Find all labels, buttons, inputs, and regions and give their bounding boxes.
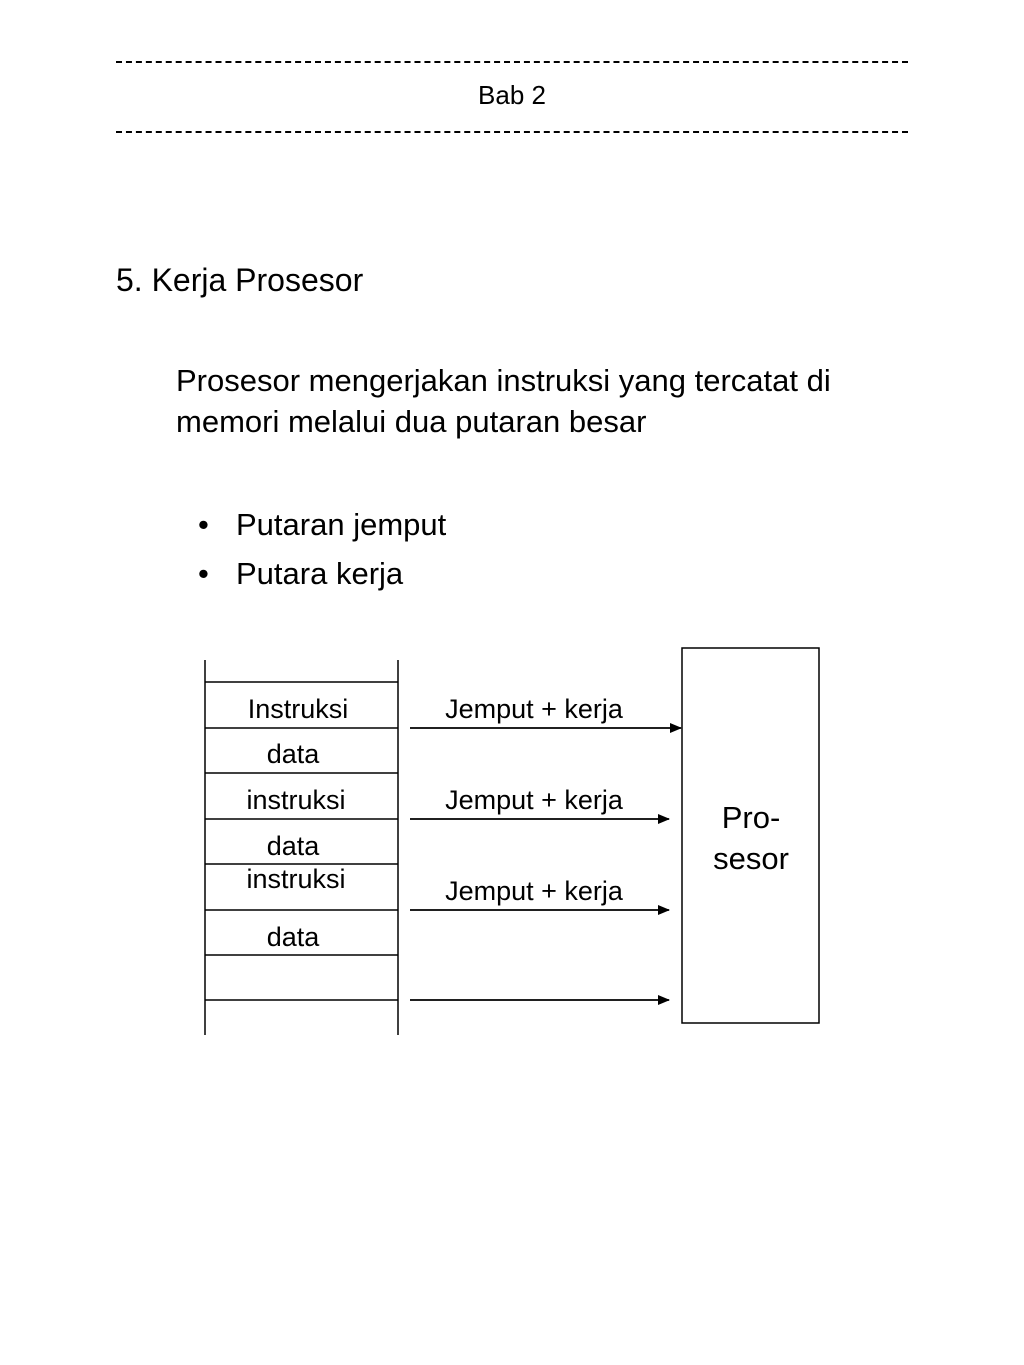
memory-column [204, 660, 399, 1035]
header-bottom-divider [116, 131, 908, 133]
bullet-text: Putaran jemput [236, 506, 447, 542]
section-title: 5. Kerja Prosesor [116, 262, 364, 298]
bullet-dot-icon: • [198, 555, 209, 591]
memory-cell-label: data [267, 739, 321, 769]
processor-label-line1: Pro- [722, 800, 781, 835]
bullet-item-execute: • Putara kerja [198, 549, 446, 598]
header-top-divider [116, 61, 908, 63]
section-paragraph: Prosesor mengerjakan instruksi yang terc… [176, 360, 936, 442]
bullet-dot-icon: • [198, 506, 209, 542]
arrow-label: Jemput + kerja [445, 876, 624, 906]
arrow-label: Jemput + kerja [445, 785, 624, 815]
bullet-text: Putara kerja [236, 555, 404, 591]
paragraph-line-2: memori melalui dua putaran besar [176, 404, 647, 439]
arrow-label: Jemput + kerja [445, 694, 624, 724]
memory-cell-label: data [267, 922, 321, 952]
memory-cell-label: data [267, 831, 321, 861]
memory-cell-label: instruksi [246, 785, 345, 815]
paragraph-line-1: Prosesor mengerjakan instruksi yang terc… [176, 363, 831, 398]
memory-cell-label: instruksi [246, 864, 345, 894]
chapter-title: Bab 2 [478, 80, 546, 110]
bullet-list: • Putaran jemput • Putara kerja [198, 500, 446, 598]
bullet-item-fetch: • Putaran jemput [198, 500, 446, 549]
processor-box [681, 647, 820, 1024]
memory-cell-label: Instruksi [248, 694, 349, 724]
processor-label-line2: sesor [713, 841, 789, 876]
